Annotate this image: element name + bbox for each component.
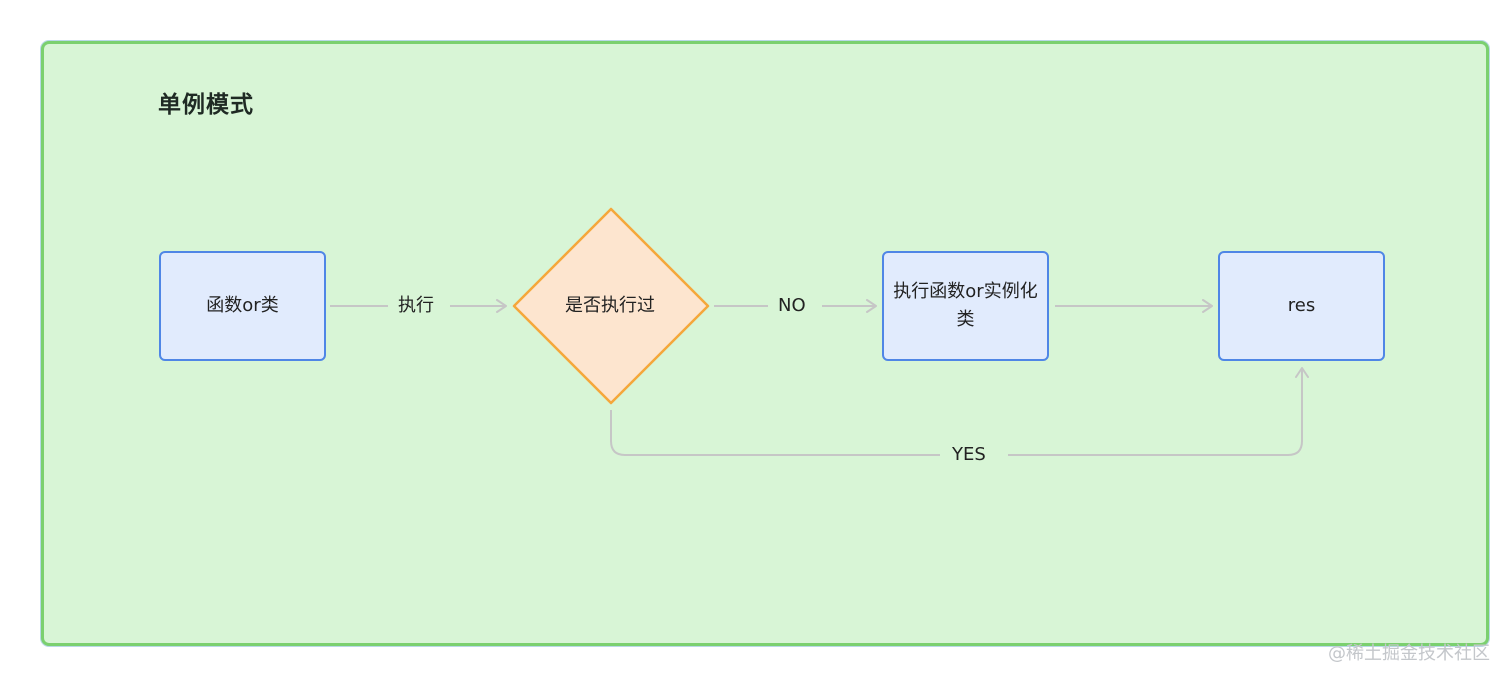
edge-label-execute: 执行 (398, 295, 434, 316)
edge-decision-to-result-b (1008, 367, 1309, 456)
node-decision-label: 是否执行过 (565, 295, 655, 316)
node-execute: 执行函数or实例化类 (882, 251, 1049, 361)
edge-label-yes: YES (952, 444, 986, 465)
decision-diamond (512, 207, 710, 405)
watermark: @稀土掘金技术社区 (1328, 643, 1490, 664)
diagram-title: 单例模式 (158, 92, 254, 118)
node-result-label: res (1287, 295, 1316, 316)
node-execute-label: 执行函数or实例化类 (893, 281, 1038, 330)
edge-decision-to-result-a (610, 410, 940, 456)
node-result: res (1218, 251, 1385, 361)
edge-label-no: NO (778, 295, 806, 316)
node-start-label: 函数or类 (206, 295, 279, 316)
node-start: 函数or类 (159, 251, 326, 361)
